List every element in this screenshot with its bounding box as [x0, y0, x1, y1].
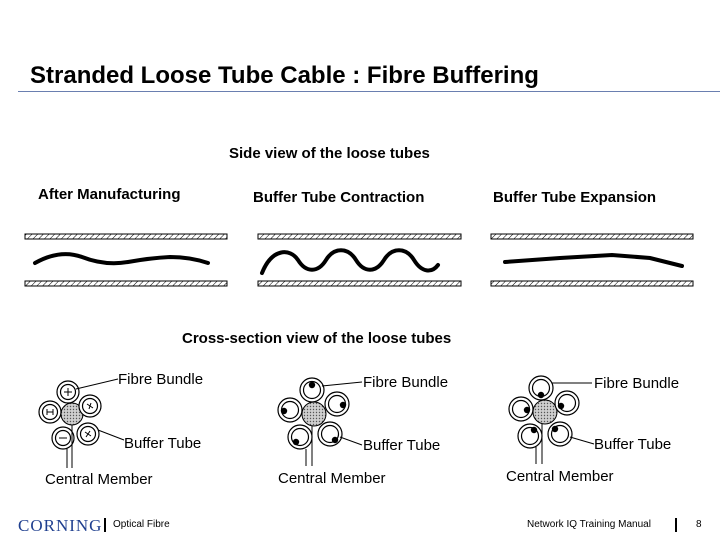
- central-member-label-3: Central Member: [506, 468, 614, 485]
- buffer-tube-label-3: Buffer Tube: [594, 436, 672, 453]
- fibre-bundle-label-1: Fibre Bundle: [118, 371, 204, 388]
- side-view-tube-walls: [24, 233, 694, 287]
- slide-title: Stranded Loose Tube Cable : Fibre Buffer…: [30, 62, 539, 89]
- tube-wall-bottom-2: [257, 280, 462, 287]
- fibre-expansion: [503, 252, 684, 268]
- title-underline: [18, 91, 720, 92]
- tube-wall-top-1: [24, 233, 228, 240]
- buffer-tube-label-1: Buffer Tube: [124, 435, 202, 452]
- corning-logo: CORNING: [18, 516, 103, 535]
- fibre-bundles-2: [280, 381, 347, 446]
- fibre-bundle-label-2: Fibre Bundle: [363, 374, 449, 391]
- leader-lines-3: [535, 382, 595, 464]
- fibre-bundles-1: [46, 388, 94, 439]
- label-buffer-tube-expansion: Buffer Tube Expansion: [493, 189, 657, 206]
- buffer-tube-label-2: Buffer Tube: [363, 437, 441, 454]
- cross-section-heading: Cross-section view of the loose tubes: [182, 330, 452, 347]
- leader-lines-1: [66, 378, 125, 468]
- fibre-bundle-label-3: Fibre Bundle: [594, 375, 680, 392]
- label-after-manufacturing: After Manufacturing: [38, 186, 181, 203]
- cross-section-2: [277, 377, 363, 466]
- fibre-after-manufacturing: [33, 252, 210, 266]
- tube-wall-top-3: [490, 233, 694, 240]
- leader-lines-2: [305, 381, 363, 466]
- footer-divider-right: [675, 518, 677, 532]
- footer-manual-title: Network IQ Training Manual: [527, 519, 651, 530]
- fibre-bundles-3: [523, 391, 565, 434]
- central-member-3: [532, 399, 558, 425]
- footer-section: Optical Fibre: [113, 519, 170, 530]
- fibre-contraction: [260, 248, 440, 275]
- cross-section-1: [38, 378, 125, 468]
- label-buffer-tube-contraction: Buffer Tube Contraction: [253, 189, 425, 206]
- central-member-2: [301, 401, 327, 427]
- side-view-heading: Side view of the loose tubes: [229, 145, 430, 162]
- page-number: 8: [696, 519, 702, 530]
- footer-divider-left: [104, 518, 106, 532]
- tube-wall-bottom-3: [490, 280, 694, 287]
- tube-wall-bottom-1: [24, 280, 228, 287]
- tube-wall-top-2: [257, 233, 462, 240]
- central-member-label-2: Central Member: [278, 470, 386, 487]
- cross-section-3: [508, 375, 595, 464]
- central-member-label-1: Central Member: [45, 471, 153, 488]
